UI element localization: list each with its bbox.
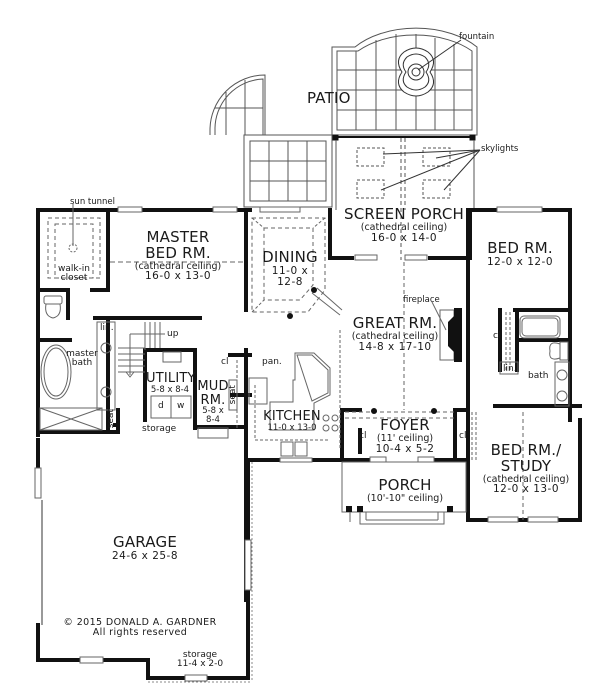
cl-mud-label: cl xyxy=(221,357,229,367)
great-room-ceiling: (cathedral ceiling) xyxy=(351,330,439,342)
master-bed-dims: 16-0 x 13-0 xyxy=(144,270,212,283)
master-bath-room: master bath xyxy=(66,349,98,369)
screen-porch-room: SCREEN PORCH (cathedral ceiling) 16-0 x … xyxy=(336,205,472,244)
screen-porch-name: SCREEN PORCH xyxy=(343,205,465,223)
dining-name: DINING xyxy=(262,248,318,266)
porch-name: PORCH xyxy=(378,476,432,494)
foyer-ceiling: (11' ceiling) xyxy=(376,432,434,444)
patio-left-arc xyxy=(209,74,266,135)
utility-dims: 5-8 x 8-4 xyxy=(150,384,190,395)
dryer-label: d xyxy=(158,401,164,411)
garage-room: GARAGE 24-6 x 25-8 xyxy=(100,533,190,562)
bed-study-ceiling: (cathedral ceiling) xyxy=(482,473,570,485)
foyer-dims: 10-4 x 5-2 xyxy=(375,442,435,455)
patio-left-square xyxy=(243,134,333,208)
master-bed-name-line2: BED RM. xyxy=(145,243,211,262)
seat-bath-label: seat xyxy=(105,409,116,429)
mud-room: MUD RM. 5-8 x 8-4 xyxy=(196,380,230,425)
bath-label: bath xyxy=(528,371,549,381)
lin-bath-label: lin. xyxy=(503,364,517,374)
dining-room: DINING 11-0 x 12-8 xyxy=(260,248,320,288)
mud-room-name-line2: RM. xyxy=(200,392,226,408)
cl-foyer-right-label: cl xyxy=(459,431,467,441)
screen-porch-ceiling: (cathedral ceiling) xyxy=(360,221,448,233)
garage-storage-name: storage xyxy=(182,650,218,660)
foyer-name: FOYER xyxy=(380,416,430,434)
copyright-notice: © 2015 DONALD A. GARDNER All rights rese… xyxy=(55,618,225,638)
storage-mid-label: storage xyxy=(142,424,177,434)
screen-porch-outline xyxy=(332,134,481,260)
utility-name: UTILITY xyxy=(146,371,196,386)
dining-dims-line1: 11-0 x xyxy=(271,264,309,277)
walk-in-closet-line1: walk-in xyxy=(57,264,91,274)
bed-room-dims: 12-0 x 12-0 xyxy=(486,255,554,268)
kitchen-name: KITCHEN xyxy=(263,409,321,424)
master-bed-room: MASTER BED RM. (cathedral ceiling) 16-0 … xyxy=(110,228,246,283)
great-room-name: GREAT RM. xyxy=(352,314,438,332)
master-bath-line2: bath xyxy=(71,358,93,369)
copyright-line2: All rights reserved xyxy=(92,626,188,638)
garage-storage-room: storage 11-4 x 2-0 xyxy=(170,650,230,670)
skylights-label: skylights xyxy=(481,144,519,154)
kitchen-dims: 11-0 x 13-0 xyxy=(267,422,317,433)
garage-storage-dims: 11-4 x 2-0 xyxy=(176,659,224,670)
garage-dims: 24-6 x 25-8 xyxy=(111,549,179,562)
porch-ceiling: (10'-10" ceiling) xyxy=(366,492,444,504)
pan-label: pan. xyxy=(262,357,282,367)
master-bed-name-line1: MASTER xyxy=(146,228,210,246)
kitchen-room: KITCHEN 11-0 x 13-0 xyxy=(262,410,322,433)
mud-room-name-line1: MUD xyxy=(197,379,229,394)
master-bath-line1: master xyxy=(66,349,98,359)
patio-label: PATIO xyxy=(307,89,351,107)
fountain-label: fountain xyxy=(459,32,495,42)
bed-study-dims: 12-0 x 13-0 xyxy=(492,483,560,496)
cl-bed-label: cl xyxy=(493,331,501,341)
porch-room: PORCH (10'-10" ceiling) xyxy=(350,476,460,504)
fireplace-label: fireplace xyxy=(403,295,440,305)
dining-dims-line2: 12-8 xyxy=(277,275,303,288)
foyer-room: FOYER (11' ceiling) 10-4 x 5-2 xyxy=(370,416,440,455)
bed-study-name-line1: BED RM./ xyxy=(490,441,562,459)
mud-room-dims-line2: 8-4 xyxy=(206,415,220,426)
fountain-icon xyxy=(398,47,434,97)
great-room: GREAT RM. (cathedral ceiling) 14-8 x 17-… xyxy=(345,314,445,353)
great-room-dims: 14-8 x 17-10 xyxy=(358,340,432,353)
lin-master-label: lin. xyxy=(100,323,114,333)
walk-in-closet-room: walk-in closet xyxy=(55,264,93,284)
washer-label: w xyxy=(177,401,185,411)
bed-study-room: BED RM./ STUDY (cathedral ceiling) 12-0 … xyxy=(476,441,576,496)
mud-room-dims-line1: 5-8 x xyxy=(202,406,224,417)
copyright-line1: © 2015 DONALD A. GARDNER xyxy=(63,617,217,628)
cl-foyer-left-label: cl xyxy=(359,431,367,441)
walk-in-closet-line2: closet xyxy=(60,273,88,284)
sun-tunnel-label: sun tunnel xyxy=(70,197,115,207)
up-label: up xyxy=(167,329,179,339)
utility-room: UTILITY 5-8 x 8-4 xyxy=(146,371,196,395)
master-bed-ceiling: (cathedral ceiling) xyxy=(134,260,222,272)
bed-study-name-line2: STUDY xyxy=(500,456,552,475)
bed-room: BED RM. 12-0 x 12-0 xyxy=(480,239,560,268)
bed-room-name: BED RM. xyxy=(487,239,553,257)
garage-name: GARAGE xyxy=(113,533,177,551)
seat-mud-label: seat xyxy=(227,385,238,405)
screen-porch-dims: 16-0 x 14-0 xyxy=(370,231,438,244)
